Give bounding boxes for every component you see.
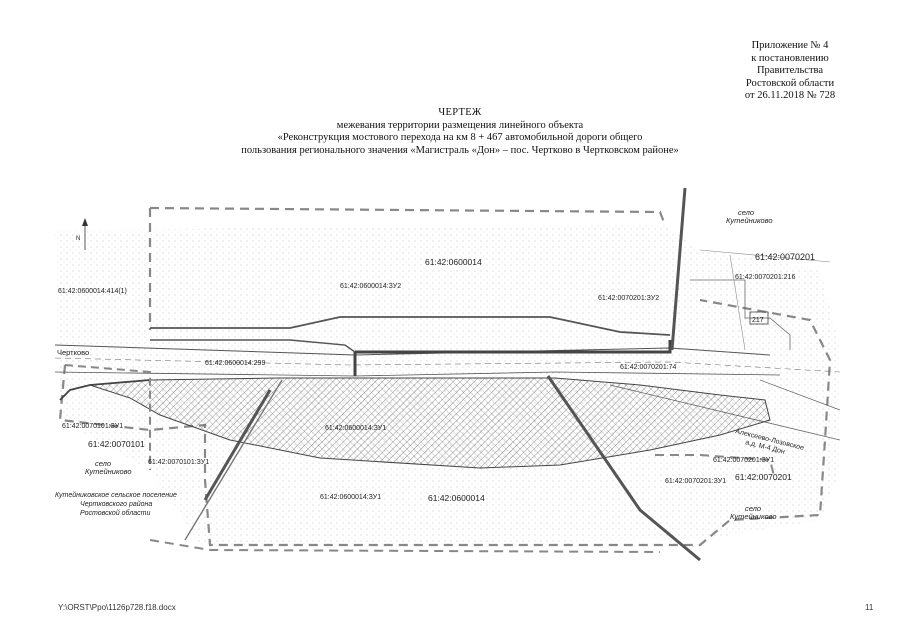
parcel-label: 61:42:0070201:ЗУ1	[665, 478, 726, 485]
title-line: «Реконструкция мостового перехода на км …	[277, 132, 643, 143]
settlement-label: Ростовской области	[80, 509, 151, 517]
road-edge	[54, 371, 781, 377]
parcel-label: 61:42:0070201:ЗУ1	[713, 457, 774, 464]
parcel-216-outline	[690, 279, 791, 350]
parcel-label: 61:42:0070101:ЗУ1	[148, 459, 209, 466]
title-line: межевания территории размещения линейног…	[336, 119, 584, 131]
zu1-hatched-area	[90, 378, 770, 468]
quarter-label: 61:42:0600014	[425, 257, 482, 267]
parcel-label: 61:42:0600014:ЗУ2	[340, 283, 401, 290]
parcel-label: 61:42:0600014:414(1)	[58, 288, 127, 295]
label: Кутейниково	[730, 512, 777, 521]
quarter-boundary	[148, 206, 667, 330]
zu2-strip	[150, 316, 671, 336]
bridge-segment	[353, 340, 672, 376]
north-arrow-icon: N	[76, 218, 88, 250]
parcel-label: 217	[752, 317, 764, 324]
page-number: 11	[865, 603, 874, 612]
annex-line: к постановлению	[751, 52, 829, 64]
parcel-lines	[699, 249, 831, 351]
label: село	[95, 459, 111, 468]
quarter-boundary	[149, 539, 661, 553]
annex-block: Приложение № 4 к постановлению Правитель…	[690, 40, 890, 103]
parcel-217-box	[749, 311, 769, 325]
zu1-boundary	[64, 364, 151, 470]
boundary-line	[184, 379, 283, 541]
boundary-line	[670, 187, 687, 351]
quarter-boundary	[58, 298, 832, 547]
parcel-label: 61:42:0600014:ЗУ1	[325, 425, 386, 432]
annex-line: от 26.11.2018 № 728	[744, 90, 836, 101]
annex-line: Ростовской области	[745, 77, 835, 89]
boundary-line	[203, 389, 272, 501]
quarter-label: 61:42:0070201	[735, 472, 792, 482]
zu2-strip	[150, 339, 356, 353]
title-block: ЧЕРТЕЖ межевания территории размещения л…	[180, 107, 740, 157]
quarter-label: 61:42:0070101	[88, 439, 145, 449]
parcel-label: 61:42:0070101:ЗУ1	[62, 423, 123, 430]
title-line: пользования регионального значения «Маги…	[241, 144, 679, 156]
parcel-label: 61:42:0070201:74	[620, 364, 677, 371]
place-label: Чертково	[57, 348, 89, 357]
label: село	[745, 504, 761, 513]
label: Кутейниково	[726, 216, 773, 225]
page-title: ЧЕРТЕЖ	[438, 107, 482, 118]
quarter-boundary	[655, 454, 776, 481]
quarter-label: 61:42:0070201	[755, 252, 815, 262]
svg-text:N: N	[76, 236, 80, 242]
annex-line: Правительства	[756, 65, 824, 76]
label: Кутейниково	[85, 467, 132, 476]
label: село	[738, 208, 754, 217]
boundary-line	[546, 375, 701, 562]
zu1-outline	[59, 379, 151, 401]
footer-file-path: Y:\ORST\Ppo\1126p728.f18.docx	[58, 603, 176, 612]
settlement-label: Кутейниковское сельское поселение	[55, 491, 177, 499]
parcel-label: 61:42:0600014:ЗУ1	[320, 494, 381, 501]
parcel-label: 61:42:0070201:ЗУ2	[598, 295, 659, 302]
parcel-label: 61:42:0070201:216	[735, 274, 795, 281]
road-centerline	[54, 357, 841, 373]
road-edge	[759, 379, 841, 411]
annex-line: Приложение № 4	[751, 40, 829, 51]
parcel-label: 61:42:0600014:299	[205, 360, 265, 367]
settlement-label: Чертковского района	[80, 500, 152, 508]
quarter-label: 61:42:0600014	[428, 493, 485, 503]
